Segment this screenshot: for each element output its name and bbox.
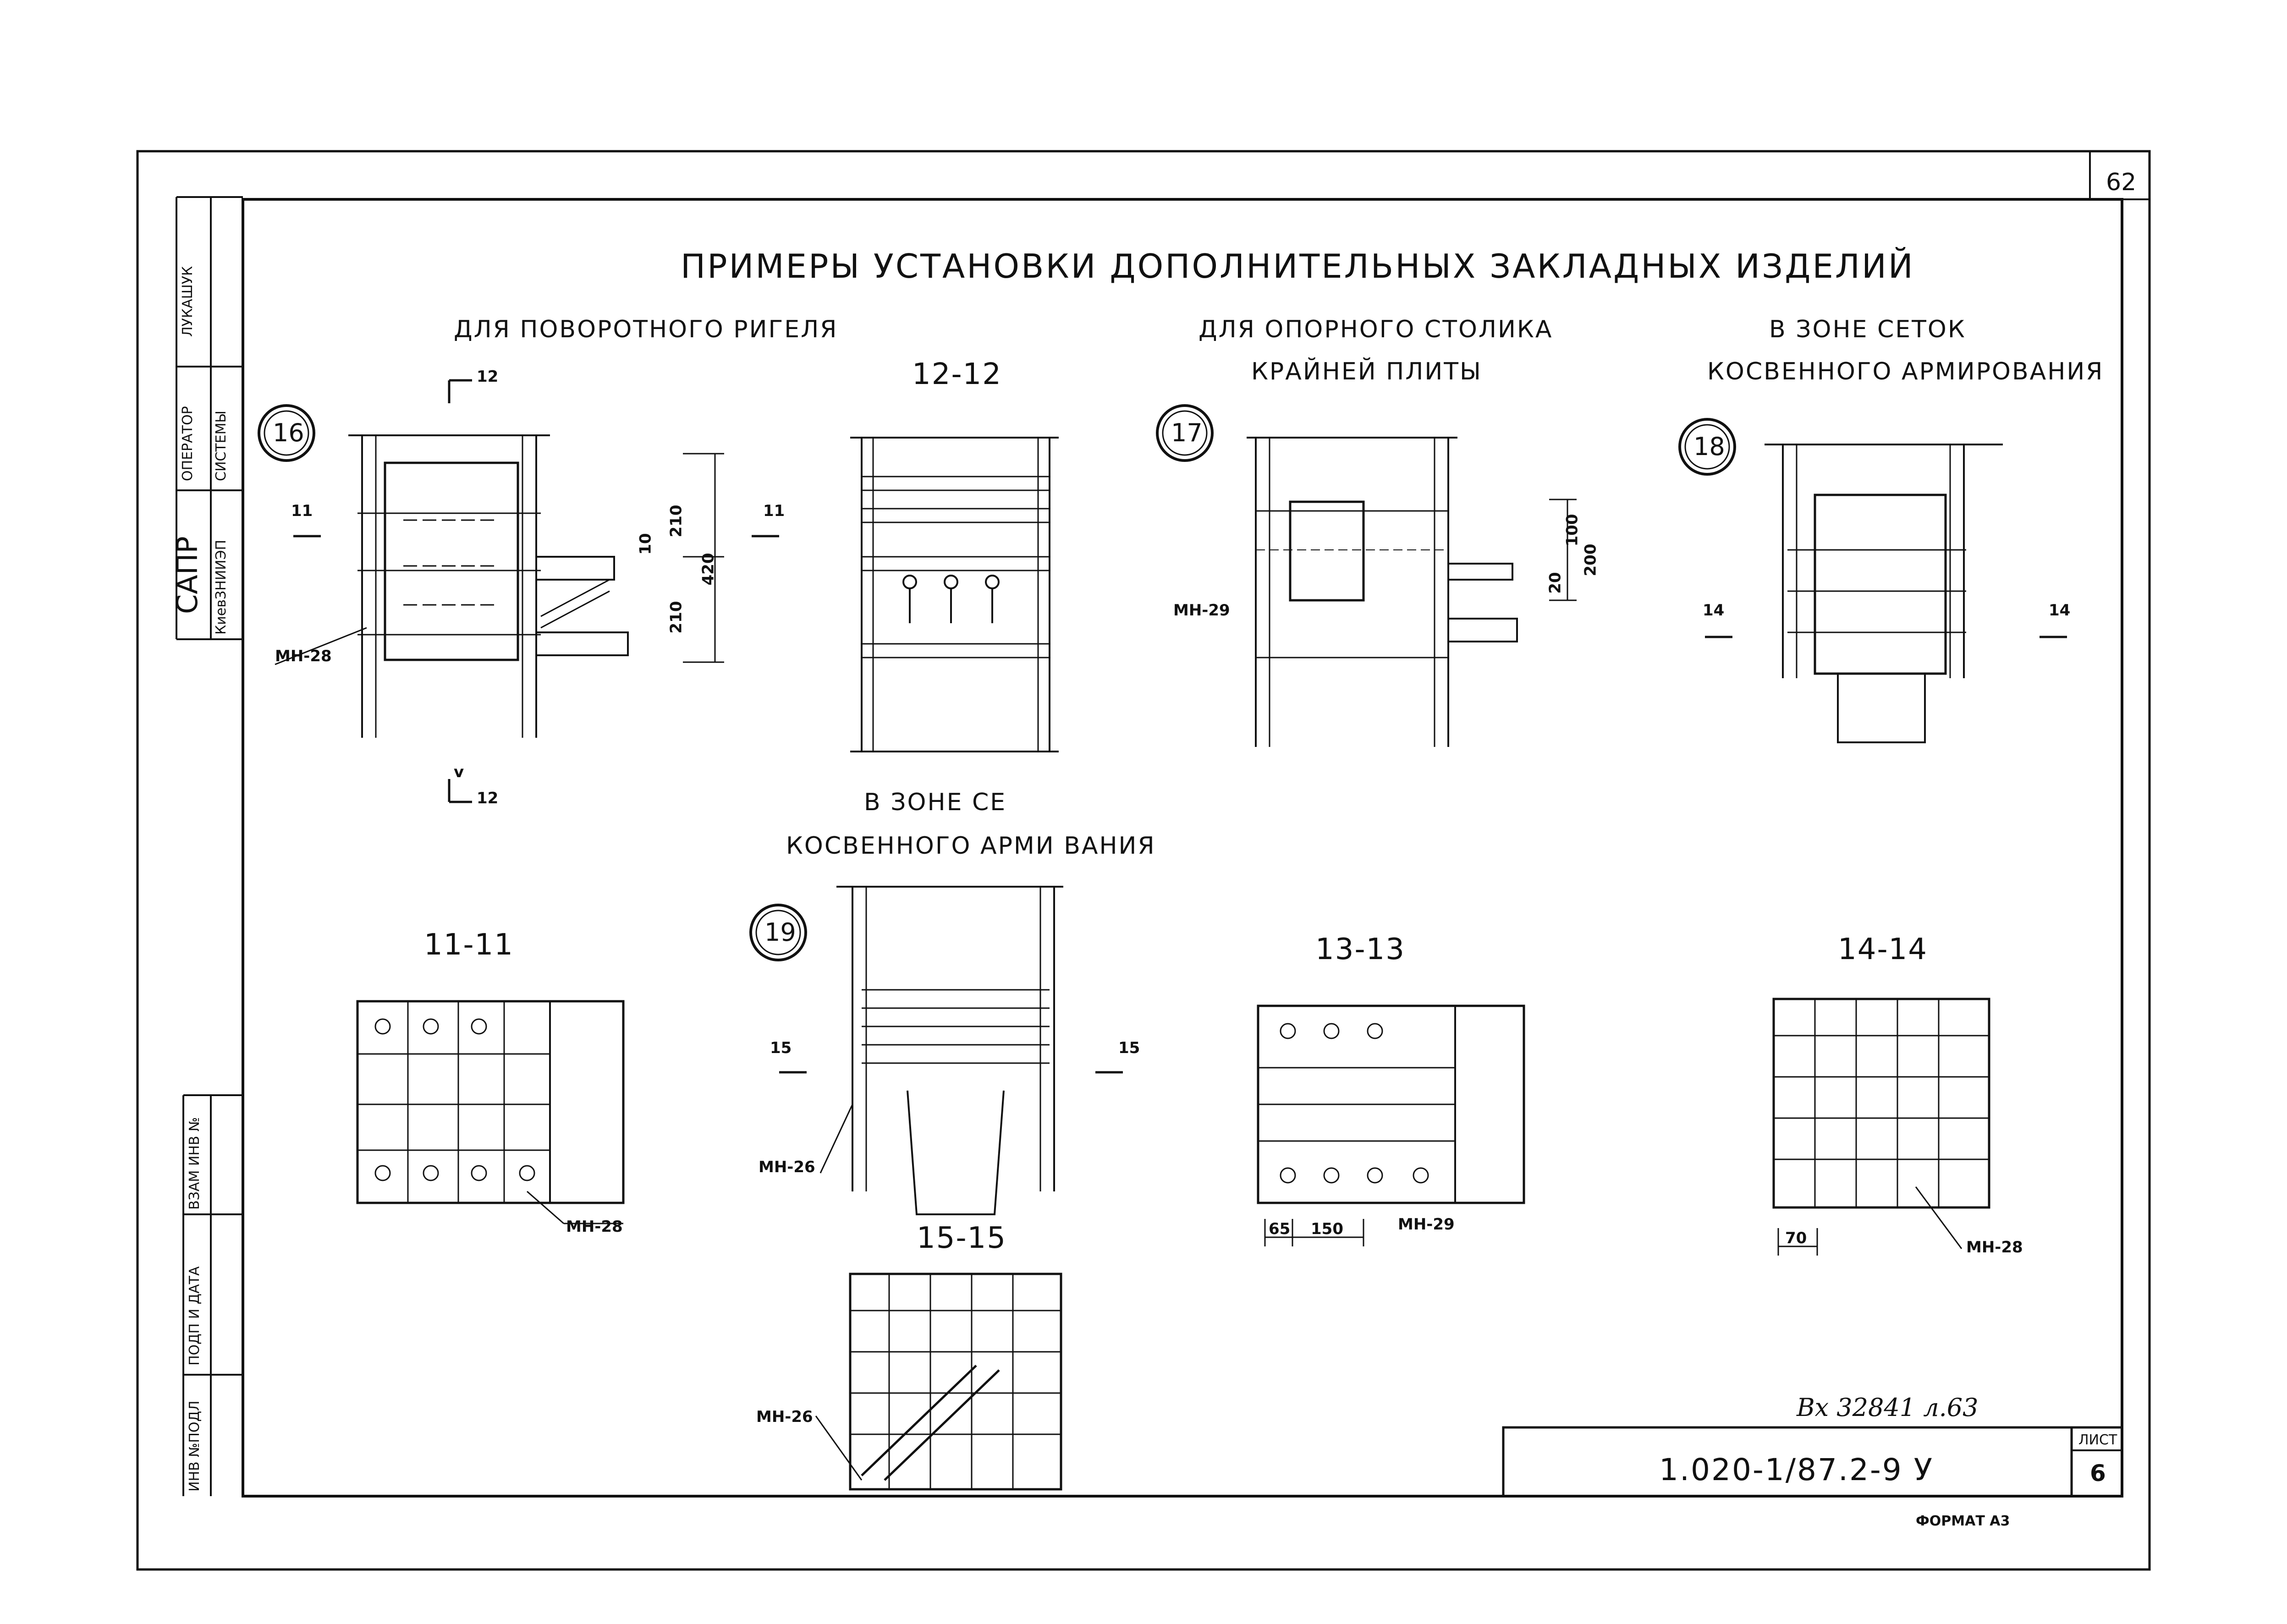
cut-12-bottom: 12 xyxy=(477,789,499,807)
cut-14-left: 14 xyxy=(1703,601,1725,620)
detail-18-drawing xyxy=(1705,444,2067,743)
cut-11-right: 11 xyxy=(763,502,785,520)
part-mn28-section11: МН-28 xyxy=(566,1218,623,1236)
detail-18-number: 18 xyxy=(1693,432,1725,461)
sheet-frame xyxy=(136,150,2151,1571)
part-mn29-section13: МН-29 xyxy=(1398,1215,1455,1234)
side-stamp xyxy=(176,196,243,1496)
dim-420: 420 xyxy=(699,553,718,586)
stamp-inv: ИНВ №ПОДЛ xyxy=(187,1400,203,1492)
format-label: ФОРМАТ А3 xyxy=(1916,1513,2010,1529)
detail-19-drawing xyxy=(779,886,1123,1215)
detail-circles xyxy=(258,404,1736,961)
part-mn29-detail17: МН-29 xyxy=(1173,601,1230,620)
section-15-15-drawing xyxy=(815,1273,1062,1491)
section-14-14-label: 14-14 xyxy=(1838,933,1928,966)
dim-150: 150 xyxy=(1311,1220,1343,1238)
dim-200: 200 xyxy=(1581,543,1600,576)
caption-stolik-line1: ДЛЯ ОПОРНОГО СТОЛИКА xyxy=(1198,316,1553,343)
dim-65: 65 xyxy=(1269,1220,1291,1238)
caption-setki19-line2: КОСВЕННОГО АРМИ ВАНИЯ xyxy=(786,832,1156,860)
stamp-podp: ПОДП И ДАТА xyxy=(187,1266,203,1366)
cut-11-left: 11 xyxy=(291,502,313,520)
detail-19-number: 19 xyxy=(764,918,796,947)
dim-10: 10 xyxy=(636,533,655,555)
stamp-system: СИСТЕМЫ xyxy=(213,411,229,481)
part-mn26-detail19: МН-26 xyxy=(759,1158,815,1176)
page-title: ПРИМЕРЫ УСТАНОВКИ ДОПОЛНИТЕЛЬНЫХ ЗАКЛАДН… xyxy=(681,247,1915,285)
sheet-number: 6 xyxy=(2090,1460,2106,1487)
handwritten-note: Вх 32841 л.63 xyxy=(1797,1393,1979,1422)
stamp-sapr: САПР xyxy=(170,536,204,614)
dim-70: 70 xyxy=(1785,1229,1807,1247)
cut-15-left: 15 xyxy=(770,1039,792,1057)
section-13-13-label: 13-13 xyxy=(1315,933,1405,966)
cut-v-bottom: v xyxy=(454,763,464,781)
stamp-author: ЛУКАШУК xyxy=(180,266,196,337)
section-12-12-drawing xyxy=(850,437,1059,752)
section-14-14-drawing xyxy=(1772,998,1990,1256)
section-13-13-drawing xyxy=(1257,1004,1525,1246)
cut-14-right: 14 xyxy=(2049,601,2071,620)
caption-rigel: ДЛЯ ПОВОРОТНОГО РИГЕЛЯ xyxy=(454,316,838,343)
stamp-vzam: ВЗАМ ИНВ № xyxy=(187,1117,203,1210)
section-11-11-label: 11-11 xyxy=(424,928,514,962)
part-mn28-detail16: МН-28 xyxy=(275,647,332,665)
sheet-label: ЛИСТ xyxy=(2078,1432,2117,1448)
section-15-15-label: 15-15 xyxy=(917,1221,1006,1255)
part-mn28-section14: МН-28 xyxy=(1966,1238,2023,1256)
sheet-number-top: 62 xyxy=(2106,169,2137,196)
detail-17-drawing xyxy=(1247,437,1577,747)
detail-17-number: 17 xyxy=(1171,418,1203,447)
section-11-11-drawing xyxy=(356,1000,625,1224)
caption-setki18-line2: КОСВЕННОГО АРМИРОВАНИЯ xyxy=(1707,358,2104,385)
dim-210-lower: 210 xyxy=(667,601,686,634)
stamp-org: КиевЗНИИЭП xyxy=(213,539,229,635)
part-mn26-section15: МН-26 xyxy=(756,1408,813,1426)
detail-16-drawing xyxy=(275,379,779,803)
title-block xyxy=(1502,1426,2123,1498)
caption-stolik-line2: КРАЙНЕЙ ПЛИТЫ xyxy=(1251,358,1482,385)
dim-20: 20 xyxy=(1546,572,1565,594)
detail-16-number: 16 xyxy=(273,418,304,447)
cut-12-top: 12 xyxy=(477,368,499,386)
caption-setki19-line1: В ЗОНЕ СЕ xyxy=(864,789,1007,816)
stamp-operator: ОПЕРАТОР xyxy=(180,406,196,481)
dim-100: 100 xyxy=(1563,514,1582,547)
dim-210-upper: 210 xyxy=(667,505,686,538)
cut-15-right: 15 xyxy=(1118,1039,1140,1057)
doc-code: 1.020-1/87.2-9 У xyxy=(1659,1452,1934,1487)
caption-setki18-line1: В ЗОНЕ СЕТОК xyxy=(1769,316,1966,343)
section-12-12-label: 12-12 xyxy=(912,357,1002,391)
